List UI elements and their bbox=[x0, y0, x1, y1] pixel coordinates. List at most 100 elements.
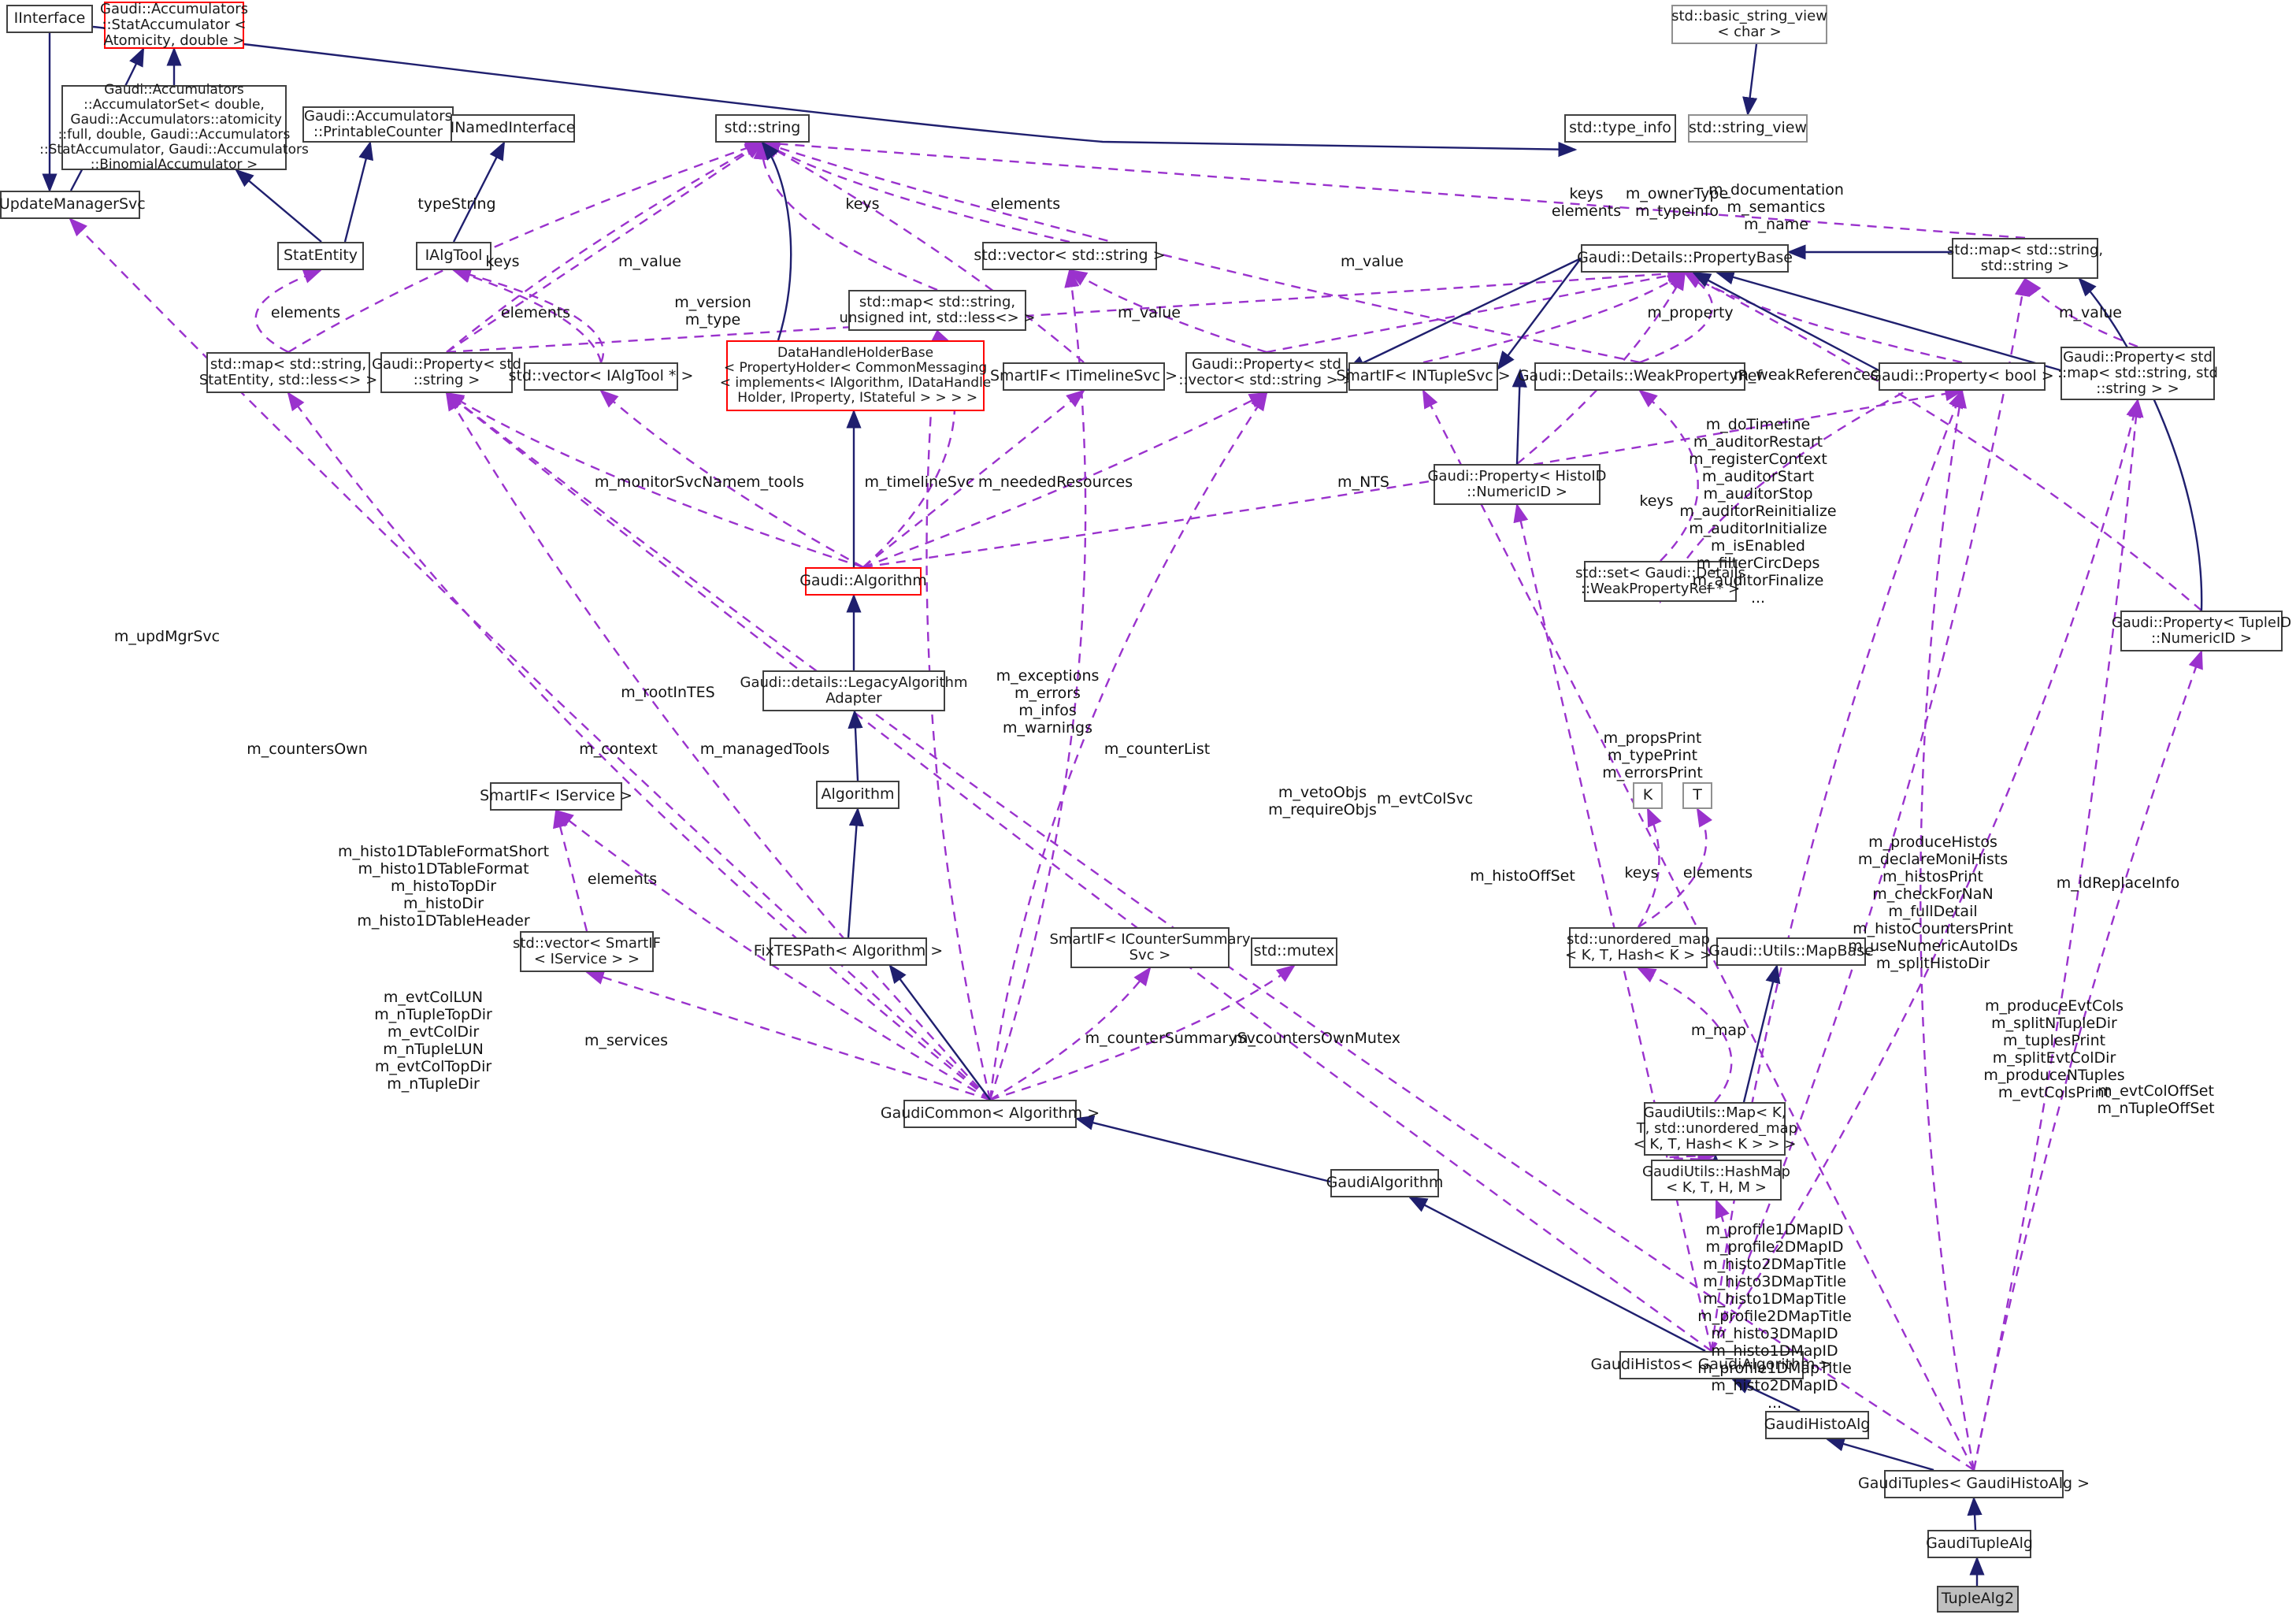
class-node-stringview[interactable]: std::string_view bbox=[1688, 114, 1808, 143]
class-node-smartifntuple[interactable]: SmartIF< INTupleSvc > bbox=[1336, 362, 1511, 391]
class-node-gauditupleealg[interactable]: GaudiTupleAlg bbox=[1926, 1530, 2033, 1558]
class-node-gaudiutilsmap[interactable]: GaudiUtils::Map< K, T, std::unordered_ma… bbox=[1634, 1102, 1797, 1156]
class-node-label: Gaudi::Property< bool > bbox=[1870, 367, 2054, 385]
class-node-algorithm[interactable]: Algorithm bbox=[816, 781, 899, 809]
class-node-label: SmartIF< ITimelineSvc > bbox=[989, 367, 1178, 385]
edge-label: m_rootInTES bbox=[621, 684, 715, 701]
edge-label: m_managedTools bbox=[699, 740, 830, 758]
class-node-legacyadapter[interactable]: Gaudi::details::LegacyAlgorithm Adapter bbox=[740, 670, 968, 711]
class-node-label: Algorithm bbox=[821, 785, 895, 804]
class-node-stdstring[interactable]: std::string bbox=[715, 114, 810, 143]
class-node-unorderedmap[interactable]: std::unordered_map < K, T, Hash< K > > bbox=[1565, 927, 1712, 968]
edge-label: m_map bbox=[1690, 1022, 1747, 1039]
edge-label: m_doTimeline m_auditorRestart m_register… bbox=[1679, 416, 1837, 607]
class-node-vecialgtool[interactable]: std::vector< IAlgTool * > bbox=[509, 362, 693, 391]
class-node-vecsmartifiservice[interactable]: std::vector< SmartIF < IService > > bbox=[513, 931, 661, 972]
edge-label: m_value bbox=[1118, 304, 1181, 321]
class-node-label: std::set< Gaudi::Details ::WeakPropertyR… bbox=[1575, 564, 1745, 597]
class-node-propbool[interactable]: Gaudi::Property< bool > bbox=[1870, 362, 2054, 391]
class-node-iinterface[interactable]: IInterface bbox=[6, 5, 93, 33]
edge-label: m_neededResources bbox=[977, 473, 1133, 491]
inheritance-edge bbox=[847, 807, 864, 938]
class-node-label: Gaudi::Utils::MapBase bbox=[1708, 942, 1874, 960]
class-node-dhhb[interactable]: DataHandleHolderBase < PropertyHolder< C… bbox=[720, 340, 991, 411]
class-node-label: IUpdateManagerSvc bbox=[0, 195, 146, 213]
class-node-accset[interactable]: Gaudi::Accumulators ::AccumulatorSet< do… bbox=[39, 82, 309, 172]
class-node-ialgtool[interactable]: IAlgTool bbox=[416, 242, 491, 270]
class-node-t[interactable]: T bbox=[1682, 782, 1712, 809]
class-node-smartiftimeline[interactable]: SmartIF< ITimelineSvc > bbox=[990, 362, 1178, 391]
class-node-k[interactable]: K bbox=[1633, 782, 1663, 809]
class-node-mapbase[interactable]: Gaudi::Utils::MapBase bbox=[1708, 937, 1874, 966]
edge-label: keys bbox=[845, 195, 880, 213]
inheritance-edge bbox=[1742, 963, 1781, 1103]
class-node-statentity[interactable]: StatEntity bbox=[277, 242, 364, 270]
usage-edge bbox=[553, 808, 588, 932]
class-node-gauditupleshistoalg[interactable]: GaudiTuples< GaudiHistoAlg > bbox=[1858, 1470, 2090, 1498]
class-node-gaudialgorithm_tmpl[interactable]: Gaudi::Algorithm bbox=[799, 567, 927, 596]
class-node-label: std::type_info bbox=[1569, 119, 1671, 137]
class-node-prophistoid[interactable]: Gaudi::Property< HistoID ::NumericID > bbox=[1427, 464, 1607, 505]
class-node-label: std::unordered_map < K, T, Hash< K > > bbox=[1564, 930, 1712, 963]
inheritance-edge bbox=[1408, 1196, 1706, 1353]
class-node-inamed[interactable]: INamedInterface bbox=[451, 114, 575, 143]
class-node-basicsv[interactable]: std::basic_string_view < char > bbox=[1671, 5, 1827, 44]
class-node-weakpropref[interactable]: Gaudi::Details::WeakPropertyRef bbox=[1518, 362, 1762, 391]
class-node-label: std::map< std::string, unsigned int, std… bbox=[839, 293, 1036, 326]
class-node-gaudihistoalg[interactable]: GaudiHistoAlg bbox=[1764, 1411, 1870, 1439]
class-node-label: GaudiAlgorithm bbox=[1326, 1174, 1444, 1192]
class-node-mapss[interactable]: std::map< std::string, std::string > bbox=[1947, 238, 2103, 279]
inheritance-edge bbox=[343, 140, 373, 243]
class-node-label: Gaudi::Property< TupleID ::NumericID > bbox=[2111, 614, 2292, 647]
class-node-gaudicommonalg[interactable]: GaudiCommon< Algorithm > bbox=[881, 1100, 1100, 1128]
edge-label: m_documentation m_semantics m_name bbox=[1708, 181, 1844, 234]
edge-label: elements bbox=[270, 304, 341, 321]
class-node-propbase[interactable]: Gaudi::Details::PropertyBase bbox=[1577, 244, 1793, 273]
class-node-label: Gaudi::Details::PropertyBase bbox=[1577, 249, 1793, 267]
usage-edge bbox=[753, 140, 938, 291]
class-node-stdmutex[interactable]: std::mutex bbox=[1251, 937, 1337, 966]
class-node-propvecstring[interactable]: Gaudi::Property< std ::vector< std::stri… bbox=[1178, 352, 1355, 393]
edge-label: m_produceEvtCols m_splitNTupleDir m_tupl… bbox=[1983, 997, 2125, 1102]
inheritance-edge bbox=[2078, 277, 2203, 611]
class-node-setweakref[interactable]: std::set< Gaudi::Details ::WeakPropertyR… bbox=[1575, 561, 1745, 602]
class-node-statacc[interactable]: Gaudi::Accumulators ::StatAccumulator < … bbox=[100, 1, 248, 49]
class-node-propstring[interactable]: Gaudi::Property< std ::string > bbox=[372, 352, 521, 393]
edge-label: m_NTS bbox=[1337, 473, 1389, 491]
edge-label: m_evtColSvc bbox=[1376, 790, 1474, 807]
edge-label: m_profile1DMapID m_profile2DMapID m_hist… bbox=[1697, 1221, 1852, 1412]
edge-label: m_histoOffSet bbox=[1470, 867, 1575, 885]
class-node-propmapss[interactable]: Gaudi::Property< std ::map< std::string,… bbox=[2057, 347, 2218, 400]
class-node-label: SmartIF< IService > bbox=[480, 787, 632, 805]
class-node-label: T bbox=[1693, 786, 1702, 804]
class-node-gaudiutilshashmap[interactable]: GaudiUtils::HashMap < K, T, H, M > bbox=[1642, 1160, 1790, 1201]
class-node-smartifiservice[interactable]: SmartIF< IService > bbox=[480, 782, 632, 811]
edge-label: m_updMgrSvc bbox=[113, 628, 221, 645]
class-node-gaudialgorithm[interactable]: GaudiAlgorithm bbox=[1326, 1169, 1443, 1197]
class-node-tuplealg2[interactable]: TupleAlg2 bbox=[1937, 1586, 2019, 1613]
edge-label: m_value bbox=[1341, 253, 1404, 270]
class-node-smartifcountersummary[interactable]: SmartIF< ICounterSummary Svc > bbox=[1049, 927, 1251, 968]
edge-label: elements bbox=[1682, 864, 1753, 882]
class-node-fixtespath[interactable]: FixTESPath< Algorithm > bbox=[754, 937, 943, 966]
edge-label: elements bbox=[500, 304, 571, 321]
class-node-mapsuint[interactable]: std::map< std::string, unsigned int, std… bbox=[840, 290, 1035, 331]
class-node-proptupleid[interactable]: Gaudi::Property< TupleID ::NumericID > bbox=[2112, 611, 2291, 651]
usage-edge bbox=[925, 328, 992, 1101]
class-node-mapstatent[interactable]: std::map< std::string, StatEntity, std::… bbox=[199, 352, 377, 393]
class-node-label: Gaudi::details::LegacyAlgorithm Adapter bbox=[740, 674, 968, 707]
class-node-typeinfo[interactable]: std::type_info bbox=[1564, 114, 1676, 143]
class-node-printable[interactable]: Gaudi::Accumulators ::PrintableCounter bbox=[302, 106, 454, 143]
class-node-iupdatemgr[interactable]: IUpdateManagerSvc bbox=[0, 191, 146, 219]
inheritance-edge bbox=[1074, 1115, 1331, 1183]
class-node-label: SmartIF< ICounterSummary Svc > bbox=[1049, 930, 1251, 963]
edge-label: m_property bbox=[1647, 304, 1734, 321]
class-node-label: std::string bbox=[724, 119, 801, 137]
edge-label: m_counterSummarySvc bbox=[1085, 1030, 1264, 1047]
class-node-label: Gaudi::Property< HistoID ::NumericID > bbox=[1427, 467, 1607, 500]
class-node-label: Gaudi::Accumulators ::StatAccumulator < … bbox=[100, 0, 248, 50]
edge-label: m_weakReferences bbox=[1734, 366, 1879, 384]
class-node-vecstring[interactable]: std::vector< std::string > bbox=[974, 242, 1166, 270]
class-node-gaudihistos[interactable]: GaudiHistos< GaudiAlgorithm > bbox=[1591, 1351, 1832, 1379]
